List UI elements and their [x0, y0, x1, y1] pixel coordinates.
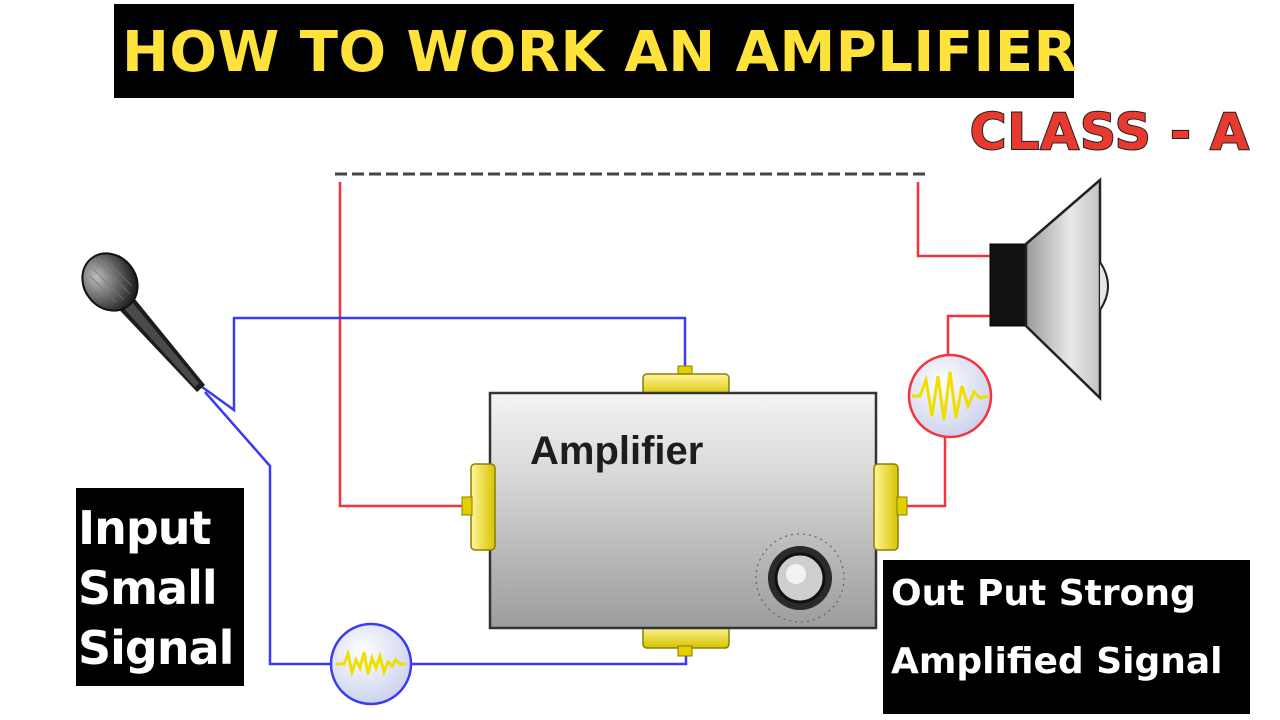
input-waveform-icon: [329, 622, 413, 706]
output-signal-box: Out Put Strong Amplified Signal: [883, 560, 1250, 714]
input-signal-box: Input Small Signal: [76, 488, 244, 686]
class-label: CLASS - A: [969, 102, 1250, 162]
bottom-connector: [642, 625, 730, 657]
top-connector: [642, 365, 730, 397]
input-line-2: Small: [78, 561, 218, 615]
output-line-2: Amplified Signal: [891, 641, 1223, 682]
amplifier-label: Amplifier: [530, 429, 703, 473]
input-line-3: Signal: [78, 621, 234, 675]
right-connector: [873, 463, 908, 551]
output-waveform-icon: [907, 353, 993, 439]
input-line-1: Input: [78, 501, 212, 555]
left-connector: [461, 463, 496, 551]
volume-knob-icon: [755, 533, 845, 623]
power-wires: [338, 182, 992, 508]
microphone-icon: [81, 252, 205, 392]
page-title: HOW TO WORK AN AMPLIFIER: [114, 4, 1077, 98]
output-line-1: Out Put Strong: [891, 573, 1196, 614]
speaker-icon: [989, 177, 1109, 401]
